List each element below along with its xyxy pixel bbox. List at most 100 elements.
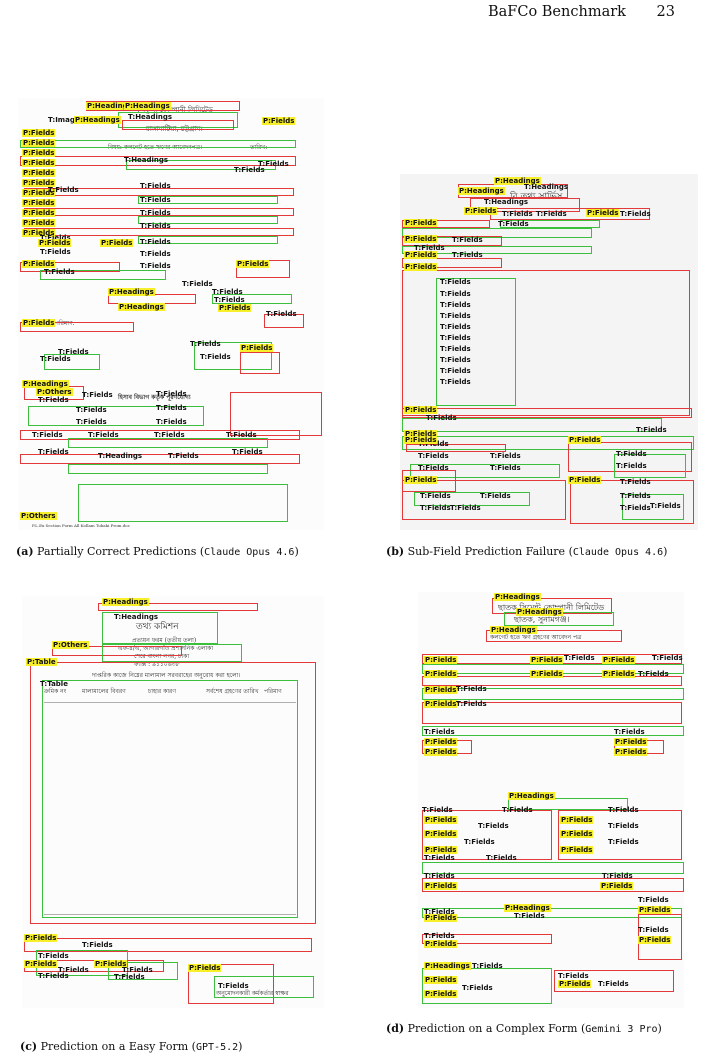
- doc-signature: অনুমোদনকারী কর্মকর্তার স্বাক্ষর: [216, 990, 289, 997]
- figure-panel-a: কর্ণফুলী কোম্পানী লিমিটেড রাঙ্গামাটিয়া,…: [18, 98, 324, 530]
- label-t-fields: T:Fields: [168, 452, 199, 460]
- label-t-fields: T:Fields: [514, 912, 545, 920]
- label-p-fields: P:Fields: [404, 263, 438, 271]
- label-p-headings: P:Headings: [458, 187, 505, 195]
- gt-box: [138, 216, 278, 224]
- label-t-fields: T:Fields: [480, 492, 511, 500]
- label-p-fields: P:Fields: [218, 304, 252, 312]
- label-t-fields: T:Fields: [536, 210, 567, 218]
- caption-text: Prediction on a Easy Form (: [40, 1040, 196, 1053]
- label-t-fields: T:Fields: [40, 248, 71, 256]
- pred-box: [24, 938, 312, 952]
- gt-box: [108, 962, 178, 980]
- label-p-fields: P:Fields: [568, 476, 602, 484]
- doc-footer: P.L.Ex Section Form All Kollam Tobaki Pr…: [32, 523, 130, 528]
- label-p-fields: P:Fields: [22, 189, 56, 197]
- pred-box: [486, 630, 622, 642]
- figure-panel-b: বি তথ্য সার্ভিস P:Headings T:Headings P:…: [400, 174, 698, 530]
- label-t-fields: T:Fields: [114, 973, 145, 981]
- label-t-fields: T:Fields: [598, 980, 629, 988]
- label-t-fields: T:Fields: [82, 391, 113, 399]
- label-p-fields: P:Fields: [424, 670, 458, 678]
- label-p-fields: P:Fields: [404, 235, 438, 243]
- label-p-fields: P:Fields: [404, 430, 438, 438]
- label-t-fields: T:Fields: [190, 340, 221, 348]
- label-t-fields: T:Fields: [456, 700, 487, 708]
- gt-box: [138, 236, 278, 244]
- pred-box: [554, 970, 674, 992]
- label-p-fields: P:Fields: [464, 207, 498, 215]
- doc-org: তথ্য কমিশন: [136, 622, 179, 632]
- pred-box: [558, 810, 682, 860]
- label-t-image: T:Image: [48, 116, 80, 124]
- label-t-fields: T:Fields: [418, 440, 449, 448]
- label-t-fields: T:Fields: [140, 262, 171, 270]
- label-p-fields: P:Fields: [424, 700, 458, 708]
- label-t-headings: T:Headings: [124, 156, 169, 164]
- label-t-fields: T:Fields: [620, 504, 651, 512]
- col-header-2: মালামালের বিবরণ: [82, 688, 126, 695]
- pred-box: [52, 646, 182, 656]
- doc-sub4: ফ্যাক্স : ৯১১০৬৩৮: [134, 661, 180, 668]
- label-t-fields: T:Fields: [490, 464, 521, 472]
- label-p-fields: P:Fields: [404, 436, 438, 444]
- doc-sub3: শেরে বাংলা নগর, ঢাকা: [134, 653, 190, 660]
- label-p-fields: P:Fields: [424, 738, 458, 746]
- doc-sub1: প্রত্যয়ন ফরম (তৃতীয় তলা): [132, 637, 197, 644]
- gt-box: [126, 160, 276, 170]
- label-t-fields: T:Fields: [620, 478, 651, 486]
- label-t-fields: T:Fields: [38, 448, 69, 456]
- gt-box: [414, 492, 530, 506]
- label-p-fields: P:Fields: [424, 882, 458, 890]
- page-number: 23: [656, 4, 675, 20]
- pred-box: [402, 480, 566, 520]
- caption-model: GPT-5.2: [195, 1042, 239, 1053]
- label-t-table: T:Table: [40, 680, 68, 688]
- gt-box: [402, 228, 592, 238]
- label-p-fields: P:Fields: [530, 656, 564, 664]
- gt-box: [436, 278, 516, 406]
- caption-close: ): [657, 1022, 662, 1035]
- label-p-fields: P:Fields: [38, 239, 72, 247]
- caption-label: (a): [16, 545, 34, 558]
- pred-box: [122, 120, 234, 130]
- label-t-fields: T:Fields: [140, 250, 171, 258]
- label-p-headings: P:Headings: [74, 116, 121, 124]
- label-t-fields: T:Fields: [424, 854, 455, 862]
- label-p-table: P:Table: [26, 658, 57, 666]
- doc-company: ছাতক সিমেন্ট কোম্পানী লিমিটেড: [498, 603, 605, 612]
- label-p-fields: P:Fields: [568, 436, 602, 444]
- label-p-fields: P:Fields: [424, 830, 458, 838]
- label-t-fields: T:Fields: [558, 972, 589, 980]
- label-t-headings: T:Headings: [524, 183, 569, 191]
- pred-box: [230, 392, 322, 436]
- gt-box: [20, 140, 296, 148]
- pred-box: [402, 408, 692, 418]
- pred-box: [402, 220, 490, 228]
- caption-close: ): [294, 545, 299, 558]
- label-t-fields: T:Fields: [82, 941, 113, 949]
- caption-model: Claude Opus 4.6: [204, 547, 295, 558]
- label-p-fields: P:Fields: [22, 159, 56, 167]
- label-t-fields: T:Fields: [602, 872, 633, 880]
- label-t-fields: T:Fields: [616, 462, 647, 470]
- label-p-fields: P:Fields: [22, 179, 56, 187]
- gt-box: [422, 862, 684, 874]
- pred-box: [30, 662, 316, 924]
- label-p-others: P:Others: [20, 512, 57, 520]
- label-t-fields: T:Fields: [424, 932, 455, 940]
- caption-text: Prediction on a Complex Form (: [407, 1022, 586, 1035]
- label-p-headings: P:Headings: [86, 102, 133, 110]
- gt-box: [508, 798, 628, 810]
- label-t-fields: T:Fields: [450, 504, 481, 512]
- label-p-headings: P:Headings: [124, 102, 171, 110]
- label-p-fields: P:Fields: [22, 129, 56, 137]
- label-p-headings: P:Headings: [424, 962, 471, 970]
- label-t-fields: T:Fields: [214, 296, 245, 304]
- label-p-fields: P:Fields: [24, 960, 58, 968]
- label-p-fields: P:Fields: [424, 976, 458, 984]
- label-p-fields: P:Fields: [22, 139, 56, 147]
- label-t-fields: T:Fields: [38, 972, 69, 980]
- label-t-fields: T:Fields: [200, 353, 231, 361]
- pred-box: [422, 810, 552, 860]
